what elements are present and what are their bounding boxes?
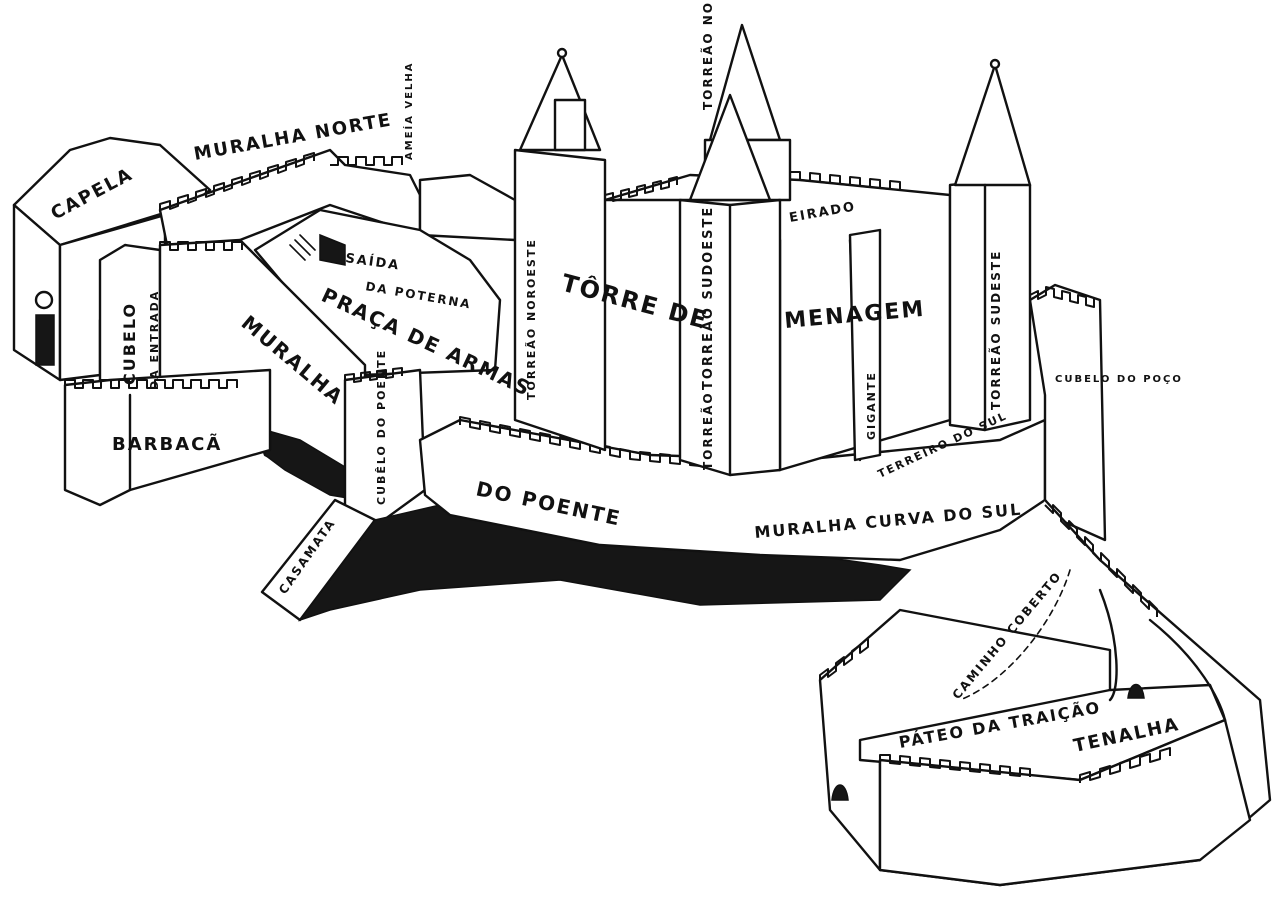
label-cubelo-do-poente: CUBÊLO DO POENTE [375,349,388,505]
label-barbaca: BARBACÃ [112,432,222,455]
label-torreao-sudoeste: TORREÃO SUDOESTE [700,206,716,390]
label-gigante: GIGANTE [865,371,878,440]
label-saida: SAÍDA [344,250,401,274]
torreao-sudeste-tower [948,58,1032,432]
tenalha-and-pateo [818,498,1272,887]
label-cubelo-do-poco: CUBELO DO POÇO [1055,374,1183,385]
barbaca-wall [63,368,272,507]
gigante-tower [848,228,882,462]
torreao-noroeste-tower [513,47,607,452]
label-torreao-nordeste: TORREÃO NORDESTE [700,0,715,110]
label-torreao-sudeste: TORREÃO SUDESTE [988,250,1003,410]
torreao-sudoeste-tower [678,93,782,477]
label-da-entrada: DA ENTRADA [148,290,161,390]
label-torreao-noroeste: TORREÃO NOROESTE [525,238,538,400]
label-ameia-velha: AMEÍA VELHA [402,61,415,160]
label-torreao-sudoeste-lower: TORREÃO [700,391,715,470]
label-cubelo: CUBELO [120,302,139,385]
cubelo-do-poente-tower [343,367,427,532]
